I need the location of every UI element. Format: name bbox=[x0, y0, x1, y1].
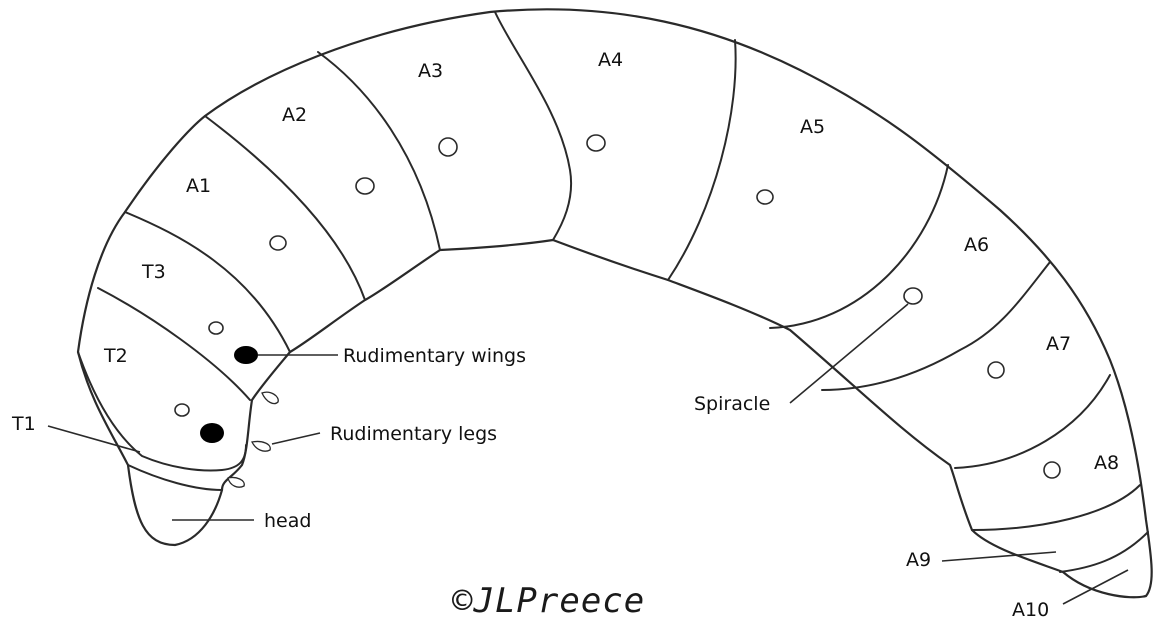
label-a5: A5 bbox=[800, 116, 825, 138]
segment-line-a4-a5 bbox=[667, 39, 737, 281]
spiracle-a5 bbox=[756, 189, 774, 205]
leader-a10 bbox=[1062, 569, 1129, 605]
label-a1: A1 bbox=[186, 175, 211, 197]
spiracle-t3 bbox=[208, 321, 224, 335]
leader-spiracle bbox=[789, 303, 909, 404]
label-a3: A3 bbox=[418, 60, 443, 82]
label-t2: T2 bbox=[103, 345, 128, 367]
rudimentary-leg-2 bbox=[251, 440, 271, 452]
rudimentary-wing-t2 bbox=[200, 423, 224, 443]
segment-line-head bbox=[127, 464, 223, 491]
rudimentary-leg-3 bbox=[227, 476, 245, 488]
label-rudimentary-legs: Rudimentary legs bbox=[330, 423, 497, 445]
segment-line-a1-a2 bbox=[204, 115, 366, 301]
spiracle-a4 bbox=[586, 134, 606, 152]
leader-t1 bbox=[47, 425, 141, 453]
label-a6: A6 bbox=[964, 234, 989, 256]
spiracle-a8 bbox=[1043, 461, 1061, 479]
spiracle-a2 bbox=[355, 177, 375, 195]
segment-line-a2-a3 bbox=[317, 51, 441, 251]
segment-line-a9-a10 bbox=[1059, 531, 1149, 573]
spiracle-t2 bbox=[174, 403, 190, 417]
leader-legs bbox=[271, 432, 321, 445]
label-t3: T3 bbox=[141, 261, 166, 283]
copyright-text: ©JLPreece bbox=[452, 581, 645, 621]
label-a9: A9 bbox=[906, 549, 931, 571]
segment-line-a8-a9 bbox=[971, 484, 1141, 531]
spiracle-a3 bbox=[438, 137, 458, 157]
label-a4: A4 bbox=[598, 49, 623, 71]
segment-line-a3-a4 bbox=[494, 11, 573, 241]
label-a8: A8 bbox=[1094, 452, 1119, 474]
segment-line-t1-t2 bbox=[77, 351, 247, 472]
rudimentary-leg-1 bbox=[261, 391, 279, 405]
leader-a9 bbox=[941, 551, 1057, 562]
rudimentary-wing-t3 bbox=[234, 346, 258, 364]
segment-line-t3-a1 bbox=[124, 211, 291, 353]
segment-line-a7-a8 bbox=[954, 374, 1111, 469]
larva-body-outline bbox=[76, 8, 1153, 599]
segment-line-t2-t3 bbox=[97, 287, 251, 401]
spiracle-a7 bbox=[987, 361, 1005, 379]
spiracle-a6 bbox=[903, 287, 923, 305]
label-a2: A2 bbox=[282, 104, 307, 126]
segment-line-a5-a6 bbox=[769, 164, 949, 329]
spiracle-a1 bbox=[269, 235, 287, 251]
segment-line-a6-a7 bbox=[821, 261, 1051, 391]
label-t1: T1 bbox=[11, 413, 36, 435]
label-a7: A7 bbox=[1046, 333, 1071, 355]
label-rudimentary-wings: Rudimentary wings bbox=[343, 345, 526, 367]
label-a10: A10 bbox=[1012, 599, 1049, 621]
label-head: head bbox=[264, 510, 311, 532]
label-spiracle: Spiracle bbox=[694, 393, 770, 415]
